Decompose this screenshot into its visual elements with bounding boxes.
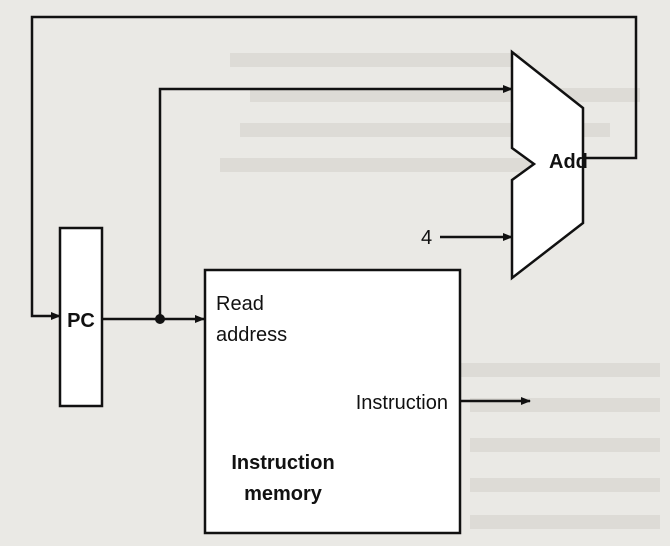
memory-title-line1: Instruction	[231, 452, 334, 474]
adder-unit	[510, 49, 585, 281]
junction-dot	[155, 314, 165, 324]
wires	[30, 15, 638, 405]
pc-register	[58, 226, 104, 408]
read-address-label-line1: Read	[216, 293, 264, 315]
memory-title-line2: memory	[244, 483, 323, 505]
add-to-pc-wire	[30, 15, 638, 320]
read-address-label-line2: address	[216, 324, 287, 346]
instruction-output-label: Instruction	[356, 392, 448, 414]
pc-label: PC	[67, 310, 95, 332]
pc-to-adder-wire	[158, 85, 513, 319]
instruction-memory	[203, 268, 462, 535]
adder-label: Add	[549, 151, 588, 173]
constant-four-label: 4	[421, 227, 432, 249]
